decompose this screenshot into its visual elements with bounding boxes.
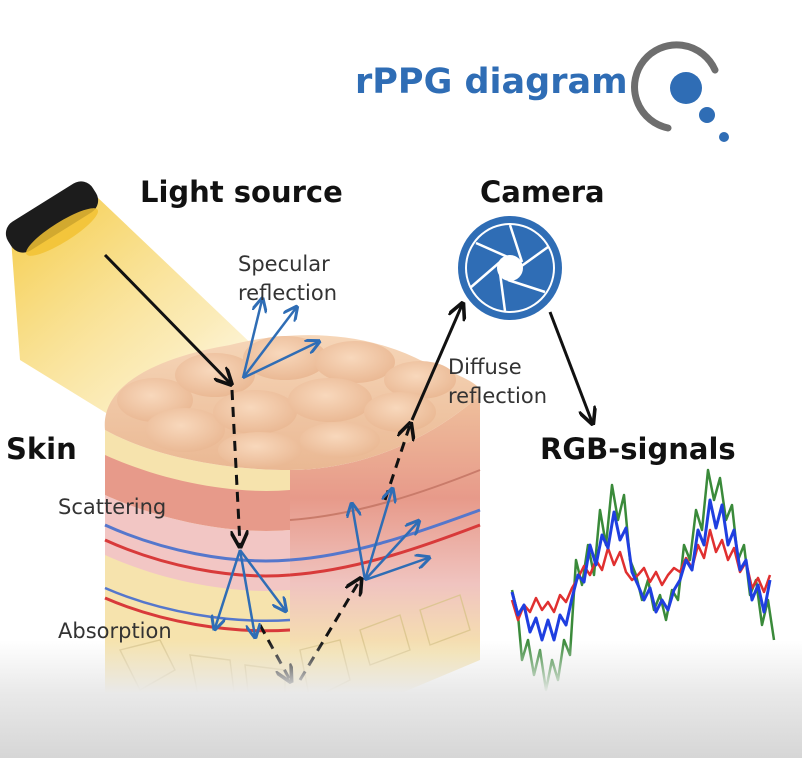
red-signal <box>510 528 772 622</box>
camera-to-signal-arrow <box>548 311 592 422</box>
diagram-title: rPPG diagram <box>355 62 628 102</box>
camera-label: Camera <box>480 175 605 209</box>
incident-light-arrow <box>103 253 230 383</box>
diffuse-label-line1: Diffuse <box>448 355 522 379</box>
scattering-label: Scattering <box>58 495 167 519</box>
logo-icon <box>631 41 729 142</box>
skin-label: Skin <box>6 432 77 466</box>
scatter-path-arrow <box>232 389 240 545</box>
camera-aperture-icon <box>458 216 562 320</box>
light-source-icon <box>5 181 99 256</box>
light-source-label: Light source <box>140 175 343 209</box>
bottom-fade <box>0 640 802 758</box>
rgb-signals-label: RGB-signals <box>540 432 736 466</box>
diffuse-label-line2: reflection <box>448 384 548 408</box>
scattering-arrows <box>215 490 428 636</box>
specular-label-line1: Specular <box>238 252 330 276</box>
specular-label-line2: reflection <box>238 281 338 305</box>
blue-signal <box>510 498 772 642</box>
absorption-label: Absorption <box>58 619 172 643</box>
skin-cells <box>117 336 456 468</box>
exit-path-arrow <box>383 425 410 501</box>
diffuse-reflection-arrow <box>410 305 462 421</box>
specular-arrows <box>241 300 318 380</box>
